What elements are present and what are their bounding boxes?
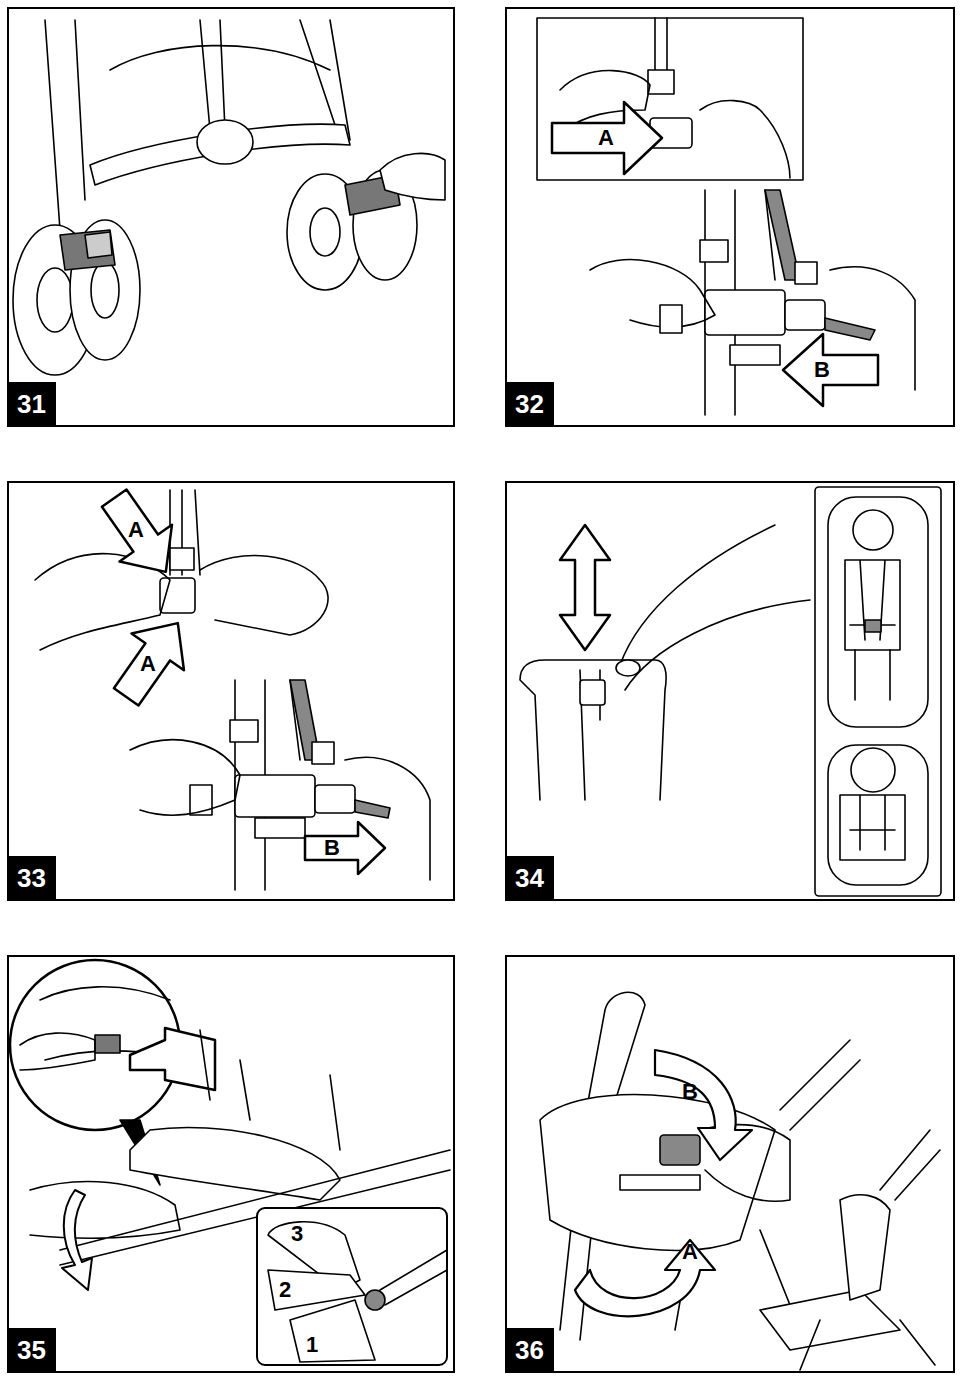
arrow-letter: B xyxy=(814,359,830,381)
step-panel: 36 xyxy=(505,955,955,1373)
arrow-letter: A xyxy=(128,519,144,541)
step-panel: 33 xyxy=(7,481,455,901)
step-panel: 34 xyxy=(505,481,955,901)
arrow-letter: B xyxy=(682,1081,698,1103)
step-number: 34 xyxy=(507,856,554,899)
arrow-letter: A xyxy=(140,653,156,675)
step-number: 31 xyxy=(9,382,56,425)
step-panel: 32 xyxy=(505,7,955,427)
step-number: 33 xyxy=(9,856,56,899)
harness-height xyxy=(520,487,941,896)
arrow-letter: A xyxy=(598,127,614,149)
arrow-letter: 1 xyxy=(306,1334,318,1356)
buckle-fastening xyxy=(537,18,915,415)
step-panel: 35 xyxy=(7,955,455,1373)
step-number: 36 xyxy=(507,1328,554,1371)
bumper-bar-release xyxy=(10,960,450,1365)
step-number: 35 xyxy=(9,1328,56,1371)
backrest-recline xyxy=(540,992,940,1370)
direction-arrows xyxy=(88,102,878,874)
arrow-letter: A xyxy=(682,1241,698,1263)
arrow-letter: 2 xyxy=(279,1279,291,1301)
step-panel: 31 xyxy=(7,7,455,427)
buckle-release xyxy=(35,490,430,890)
arrow-letter: B xyxy=(324,837,340,859)
stroller-wheels xyxy=(13,20,445,375)
arrow-letter: 3 xyxy=(291,1223,303,1245)
step-number: 32 xyxy=(507,382,554,425)
